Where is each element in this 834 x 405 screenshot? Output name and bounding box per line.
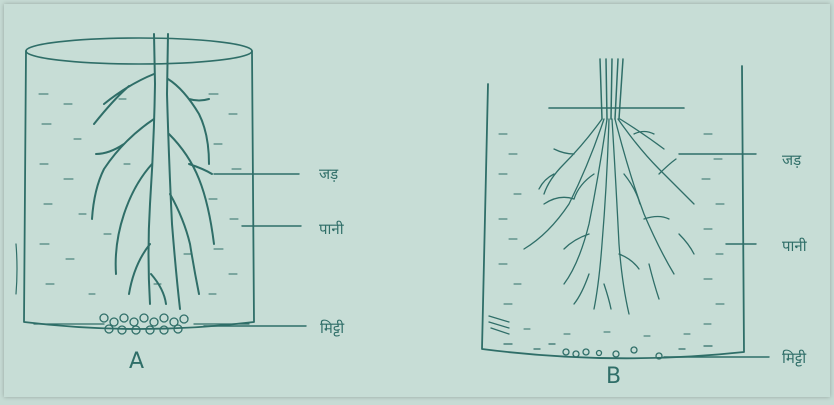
jar-b-soil: [489, 316, 712, 359]
jar-b-walls: [482, 66, 744, 358]
edge-mark: [16, 244, 17, 294]
root-diagram: [4, 4, 834, 405]
jar-b: [482, 59, 769, 359]
jar-b-roots: [524, 119, 694, 314]
label-b-water: पानी: [782, 236, 807, 256]
jar-a-leaders: [204, 174, 306, 326]
jar-b-leaders: [664, 154, 769, 357]
label-a-root: जड़: [319, 164, 338, 184]
jar-a-soil: [34, 314, 249, 334]
jar-b-water: [499, 134, 724, 336]
caption-b: B: [606, 364, 621, 389]
caption-a: A: [129, 349, 144, 374]
jar-a: [24, 34, 306, 334]
jar-a-water: [39, 94, 241, 294]
diagram-frame: जड़ पानी मिट्टी A जड़ पानी मिट्टी B: [4, 4, 830, 397]
label-b-soil: मिट्टी: [782, 348, 806, 368]
jar-b-stem: [600, 59, 623, 119]
label-a-water: पानी: [319, 219, 344, 239]
jar-a-rim: [26, 38, 252, 64]
label-b-root: जड़: [782, 150, 801, 170]
label-a-soil: मिट्टी: [320, 318, 344, 338]
jar-a-walls: [24, 51, 254, 329]
jar-a-roots: [92, 34, 214, 309]
